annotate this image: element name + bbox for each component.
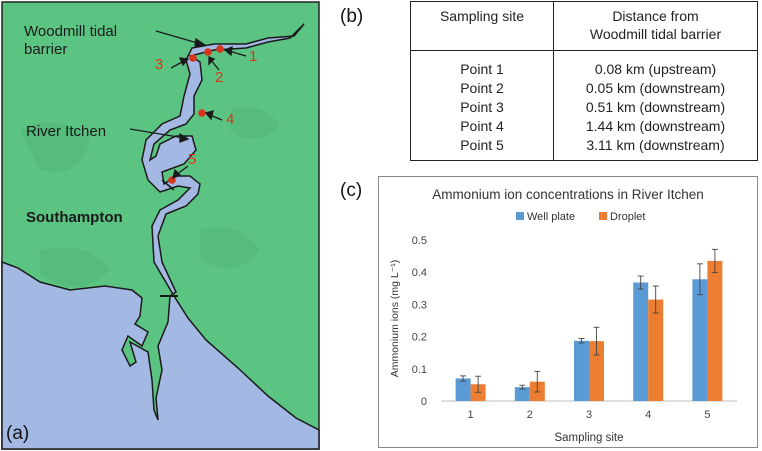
bar-well-plate <box>692 279 708 401</box>
legend-swatch <box>599 212 607 220</box>
table-row-site: Point 5 <box>460 137 504 153</box>
panel-b-letter: (b) <box>340 6 364 27</box>
x-tick-label: 5 <box>704 409 710 421</box>
x-tick-label: 3 <box>586 409 592 421</box>
river-label: River Itchen <box>26 123 107 140</box>
map-arrows <box>129 30 247 180</box>
point-4-marker <box>198 109 206 117</box>
table-header-divider <box>411 50 757 51</box>
panel-c-letter: (c) <box>340 180 363 201</box>
bar-well-plate <box>514 387 530 401</box>
table-row-distance: 0.08 km (upstream) <box>594 61 717 77</box>
city-label: Southampton <box>26 209 123 226</box>
table-header-distance-line2: Woodmill tidal barrier <box>589 26 722 42</box>
legend-label: Droplet <box>610 211 645 223</box>
barrier-label-line1: Woodmill tidal <box>24 23 118 40</box>
table-header-distance-line1: Distance from <box>612 8 699 24</box>
y-tick-label: 0.3 <box>412 299 427 311</box>
point-1-label: 1 <box>249 48 258 65</box>
point-3-marker <box>189 54 197 62</box>
y-tick-label: 0.1 <box>412 364 427 376</box>
map-figure <box>1 1 320 450</box>
point-2-marker <box>204 48 212 56</box>
y-axis-label: Ammonium ions (mg L⁻¹) <box>389 260 401 378</box>
map-panel: Woodmill tidal barrier River Itchen Sout… <box>0 0 322 451</box>
table-row-distance: 0.51 km (downstream) <box>585 99 726 115</box>
barrier-label-line2: barrier <box>24 41 68 58</box>
point-4-label: 4 <box>226 111 235 128</box>
table-header-site: Sampling site <box>439 8 525 24</box>
table-row-distance: 0.05 km (downstream) <box>585 80 726 96</box>
map-urban-shading <box>20 107 280 287</box>
point-5-label: 5 <box>188 151 197 168</box>
x-tick-label: 2 <box>527 409 533 421</box>
bar-chart: Ammonium ion concentrations in River Itc… <box>389 187 737 444</box>
x-tick-label: 4 <box>645 409 651 421</box>
table-row-distance: 3.11 km (downstream) <box>586 137 725 153</box>
x-tick-label: 1 <box>468 409 474 421</box>
point-3-label: 3 <box>155 56 164 73</box>
legend-swatch <box>516 212 524 220</box>
bar-well-plate <box>633 282 649 401</box>
table-row-site: Point 1 <box>460 61 504 77</box>
y-tick-label: 0.4 <box>412 267 427 279</box>
table-row-distance: 1.44 km (downstream) <box>585 118 726 134</box>
table-row-site: Point 3 <box>460 99 504 115</box>
bar-droplet <box>648 299 664 401</box>
bar-droplet <box>589 341 604 401</box>
chart-title: Ammonium ion concentrations in River Itc… <box>432 187 704 202</box>
table-row-site: Point 4 <box>460 118 504 134</box>
legend-label: Well plate <box>527 211 575 223</box>
x-axis-label: Sampling site <box>554 432 623 444</box>
table-row-site: Point 2 <box>460 80 504 96</box>
point-2-label: 2 <box>215 69 224 86</box>
y-tick-label: 0 <box>421 396 427 408</box>
map-estuary <box>1 23 320 450</box>
table-column-divider <box>553 2 554 160</box>
y-tick-label: 0.5 <box>412 235 427 247</box>
point-1-marker <box>216 45 224 53</box>
sampling-site-table: Sampling site Distance from Woodmill tid… <box>410 1 758 161</box>
panel-a-letter: (a) <box>6 423 30 444</box>
bar-droplet <box>707 260 723 401</box>
chart-container: Ammonium ion concentrations in River Itc… <box>378 176 758 448</box>
bar-well-plate <box>574 340 589 401</box>
y-tick-label: 0.2 <box>412 332 427 344</box>
bar-well-plate <box>455 378 471 401</box>
